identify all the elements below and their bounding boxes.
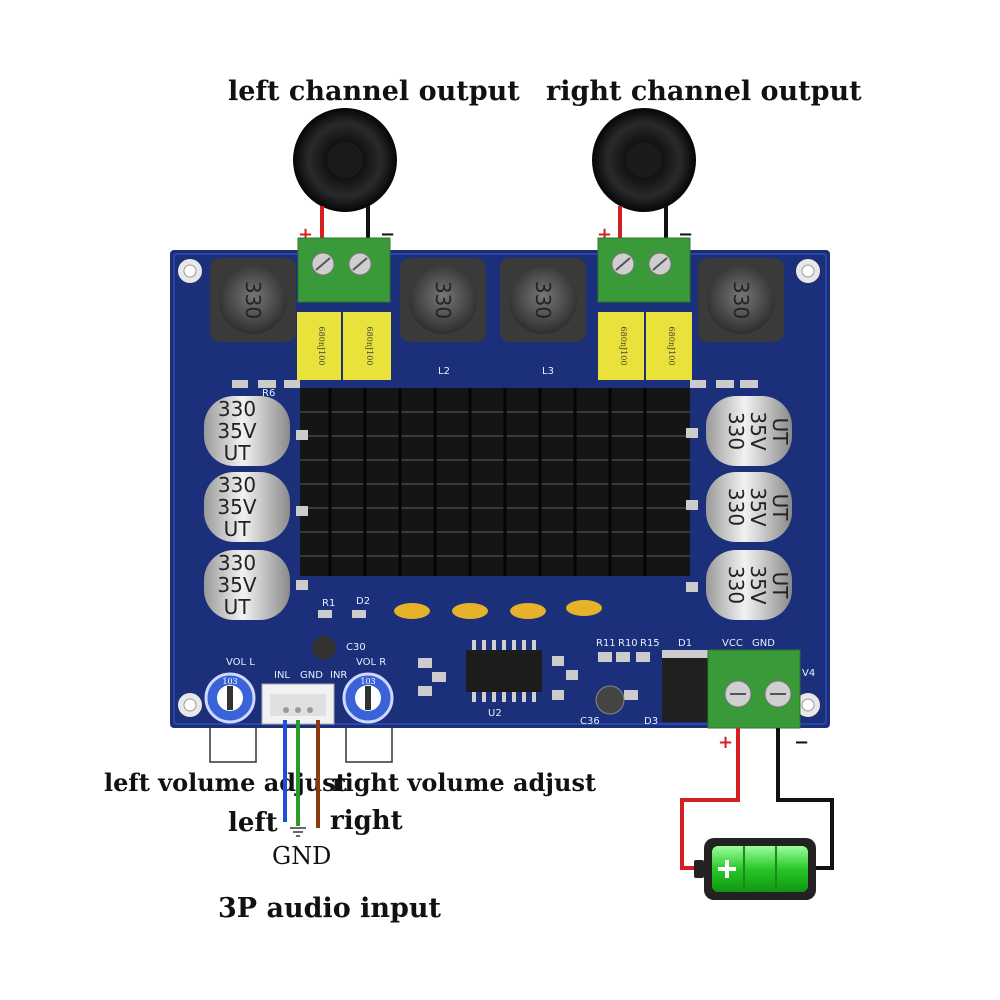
power-black-wire	[776, 728, 834, 870]
silk-r1: R1	[322, 598, 335, 609]
left-channel-output-label: left channel output	[228, 76, 520, 107]
left-volume-bracket	[209, 726, 257, 763]
left-volume-adjust-label: left volume adjust	[104, 768, 347, 797]
silk-power-gnd: GND	[752, 638, 775, 649]
svg-text:103: 103	[222, 677, 237, 686]
left-volume-potentiometer: 103	[204, 672, 256, 724]
silk-inl: INL	[274, 670, 290, 681]
svg-text:680nJ100: 680nJ100	[365, 327, 374, 366]
right-channel-output-label: right channel output	[546, 76, 862, 107]
silk-v4: V4	[802, 668, 815, 679]
inductor-l3: 330	[500, 258, 586, 342]
svg-text:UT: UT	[768, 494, 792, 522]
svg-text:330: 330	[724, 412, 748, 450]
inductor-l4: 330	[698, 258, 784, 342]
amplifier-ic-u2	[466, 640, 542, 702]
silk-d2: D2	[356, 596, 370, 607]
left-speaker-terminal	[297, 237, 391, 303]
silk-r10: R10	[618, 638, 638, 649]
right-volume-bracket	[345, 726, 393, 763]
svg-text:680nJ100: 680nJ100	[667, 327, 676, 366]
svg-text:330: 330	[218, 551, 256, 575]
inductor-l1: 330	[210, 258, 296, 342]
svg-text:330: 330	[218, 397, 256, 421]
silk-d3: D3	[644, 716, 658, 727]
svg-text:330: 330	[431, 281, 455, 319]
svg-text:UT: UT	[224, 441, 252, 465]
battery-icon	[694, 838, 816, 900]
smd-components	[232, 380, 758, 715]
svg-text:35V: 35V	[217, 495, 256, 519]
svg-text:UT: UT	[224, 517, 252, 541]
film-capacitors: 680nJ100 680nJ100 680nJ100 680nJ100	[297, 312, 692, 380]
right-speaker-terminal	[597, 237, 691, 303]
capacitor-left-1: 330 35V UT	[204, 396, 290, 466]
silk-l2: L2	[438, 366, 450, 377]
capacitor-left-3: 330 35V UT	[204, 550, 290, 620]
svg-text:UT: UT	[768, 418, 792, 446]
svg-text:330: 330	[729, 281, 753, 319]
silk-vcc: VCC	[722, 638, 743, 649]
power-red-wire	[680, 728, 740, 870]
svg-text:103: 103	[360, 677, 375, 686]
svg-text:35V: 35V	[217, 419, 256, 443]
svg-text:330: 330	[724, 566, 748, 604]
right-input-label: right	[330, 806, 403, 836]
heatsink	[300, 388, 690, 576]
silk-u2: U2	[488, 708, 502, 719]
svg-text:330: 330	[241, 281, 265, 319]
svg-text:35V: 35V	[217, 573, 256, 597]
silk-c30: C30	[346, 642, 366, 653]
svg-text:330: 330	[531, 281, 555, 319]
svg-text:330: 330	[724, 488, 748, 526]
left-input-label: left	[228, 808, 278, 838]
silk-d1: D1	[678, 638, 692, 649]
right-volume-potentiometer: 103	[342, 672, 394, 724]
svg-text:35V: 35V	[746, 565, 770, 604]
svg-text:330: 330	[218, 473, 256, 497]
silk-l3: L3	[542, 366, 554, 377]
right-volume-adjust-label: right volume adjust	[332, 768, 597, 797]
left-speaker-icon	[293, 108, 397, 212]
silk-vol-r: VOL R	[356, 657, 386, 668]
silk-r11: R11	[596, 638, 616, 649]
silk-r15: R15	[640, 638, 660, 649]
svg-text:680nJ100: 680nJ100	[317, 327, 326, 366]
mounting-holes	[178, 259, 820, 717]
gnd-input-label: GND	[272, 842, 332, 870]
svg-text:35V: 35V	[746, 411, 770, 450]
right-speaker-icon	[592, 108, 696, 212]
power-minus-mark: −	[794, 732, 809, 753]
capacitor-right-1: UT 35V 330	[706, 396, 792, 466]
capacitor-left-2: 330 35V UT	[204, 472, 290, 542]
diode-d1	[662, 650, 708, 722]
svg-text:UT: UT	[224, 595, 252, 619]
silk-vol-l: VOL L	[226, 657, 255, 668]
power-terminal	[707, 649, 801, 729]
ground-symbol-icon	[290, 827, 306, 837]
svg-text:35V: 35V	[746, 487, 770, 526]
power-plus-mark: +	[718, 732, 733, 753]
silk-c36: C36	[580, 716, 600, 727]
silk-r6: R6	[262, 388, 275, 399]
svg-text:UT: UT	[768, 572, 792, 600]
silk-gnd: GND	[300, 670, 323, 681]
capacitor-right-3: UT 35V 330	[706, 550, 792, 620]
inductor-l2: 330	[400, 258, 486, 342]
capacitor-right-2: UT 35V 330	[706, 472, 792, 542]
silk-inr: INR	[330, 670, 347, 681]
audio-input-connector	[261, 683, 335, 725]
svg-text:680nJ100: 680nJ100	[619, 327, 628, 366]
audio-input-label: 3P audio input	[218, 893, 442, 924]
